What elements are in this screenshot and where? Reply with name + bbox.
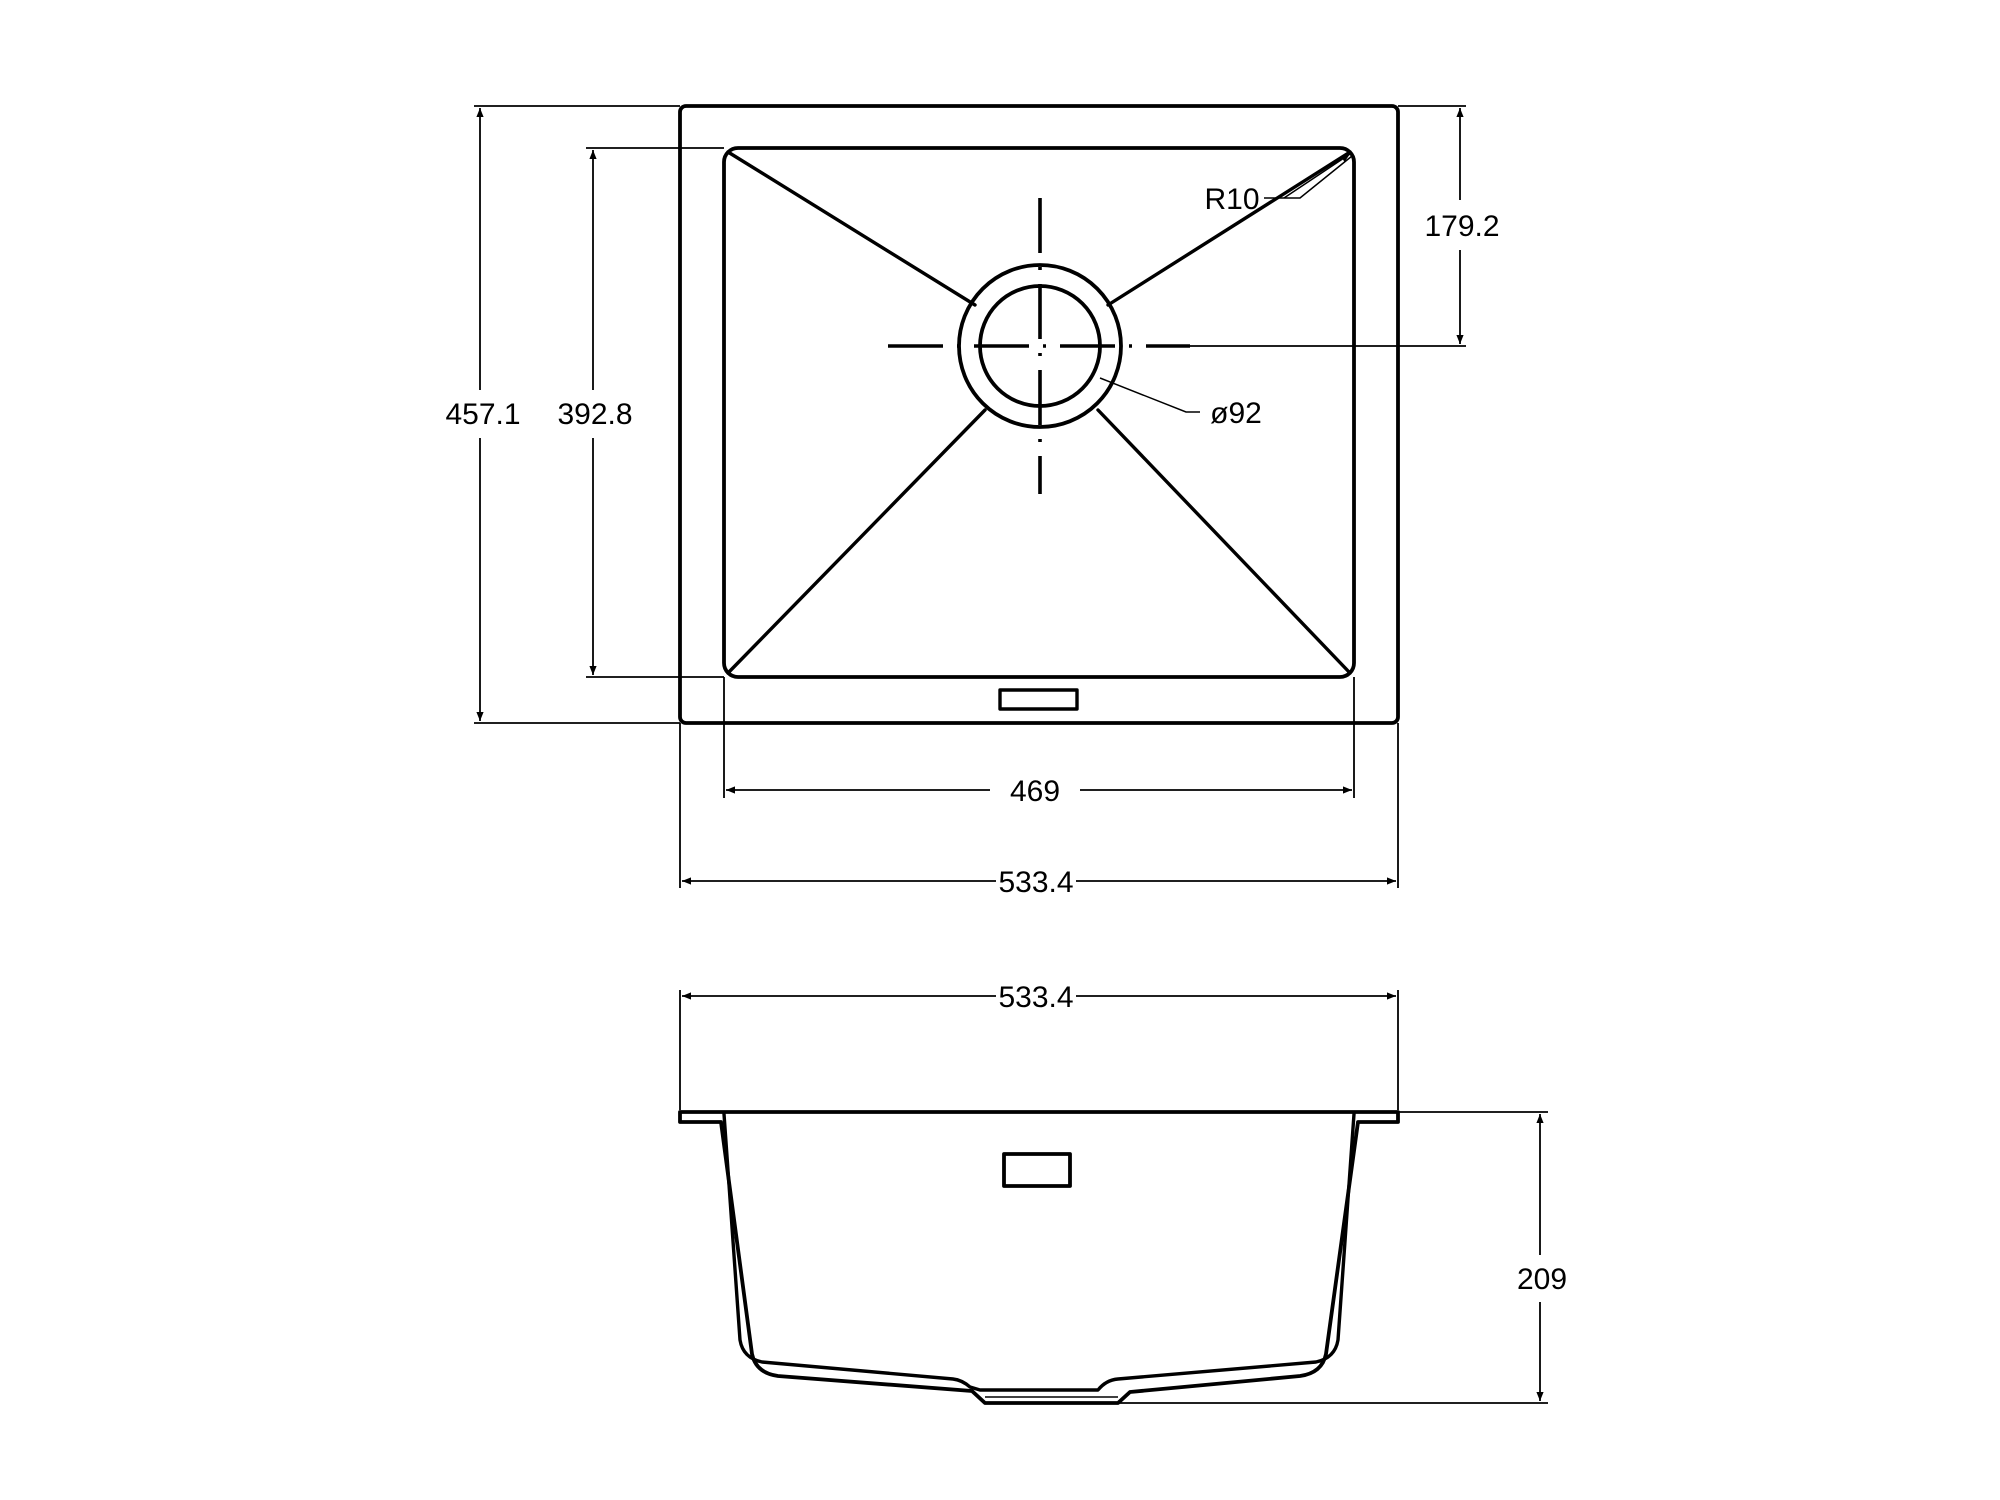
sink-outer-rim <box>678 104 1400 725</box>
corner-radius-label: R10 <box>1204 183 1259 216</box>
dimension-label-533-top: 533.4 <box>998 866 1073 899</box>
dimension-label-469: 469 <box>1010 775 1060 808</box>
dimension-label-392: 392.8 <box>557 398 632 431</box>
overflow-slot <box>998 688 1079 711</box>
dimension-side-height: 209 <box>1118 1111 1567 1404</box>
side-view: 533.4 209 <box>678 981 1567 1405</box>
dimension-bowl-width: 469 <box>723 677 1355 808</box>
dimension-label-457: 457.1 <box>445 398 520 431</box>
sink-bowl-outline <box>722 146 1356 679</box>
dimension-label-179: 179.2 <box>1424 210 1499 243</box>
dimension-overall-depth: 457.1 <box>445 105 680 724</box>
plan-view: 457.1 392.8 179.2 R10 ø92 <box>445 104 1500 899</box>
dimension-label-533-side: 533.4 <box>998 981 1073 1014</box>
waste-diameter-callout: ø92 <box>1099 377 1262 430</box>
dimension-bowl-depth: 392.8 <box>557 147 724 678</box>
drain-slope-lines <box>726 150 1352 675</box>
dimension-side-overall-width: 533.4 <box>679 981 1399 1110</box>
dimension-overall-width: 533.4 <box>679 723 1399 899</box>
dimension-label-209: 209 <box>1517 1263 1567 1296</box>
corner-radius-callout: R10 <box>1204 153 1353 216</box>
waste-diameter-label: ø92 <box>1210 397 1262 430</box>
dimension-waste-offset: 179.2 <box>1190 105 1500 347</box>
side-overflow-slot <box>1002 1152 1072 1188</box>
sink-side-inner-wall <box>722 1112 1356 1392</box>
